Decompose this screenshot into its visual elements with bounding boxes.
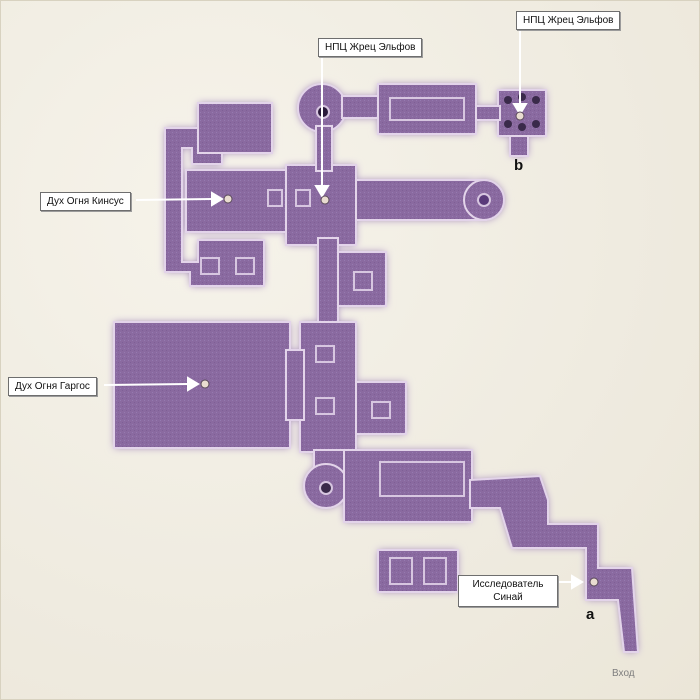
room-mid-east [337,251,387,307]
label-npc-elf-priest-top: НПЦ Жрец Эльфов [318,38,423,57]
poi-dots [200,111,599,587]
corridor-shrine [475,105,501,121]
room-east-small [355,381,407,435]
label-fire-spirit-gargos: Дух Огня Гаргос [8,377,97,396]
map-walls [200,97,491,585]
shrine-stem [509,135,529,157]
hall-south [343,449,473,523]
spine-upper [317,237,339,329]
corridor-northeast [341,95,379,119]
hall-northeast [377,83,477,135]
label-fire-spirit-kinsus: Дух Огня Кинсус [40,192,131,211]
corridor-gargos [285,349,305,421]
map-floor [113,83,640,653]
shrine-pillars [504,93,540,131]
corridor-southeast [469,474,640,653]
label-npc-elf-priest-right: НПЦ Жрец Эльфов [516,11,621,30]
room-northwest-upper [197,102,273,154]
corridor-top [315,125,333,172]
spine-middle [299,321,357,453]
hall-kinsus [185,169,287,233]
marker-b: b [514,157,524,174]
label-explorer-sinai: Исследователь Синай [458,575,558,607]
marker-a: a [586,606,595,623]
entrance-label: Вход [612,668,635,679]
